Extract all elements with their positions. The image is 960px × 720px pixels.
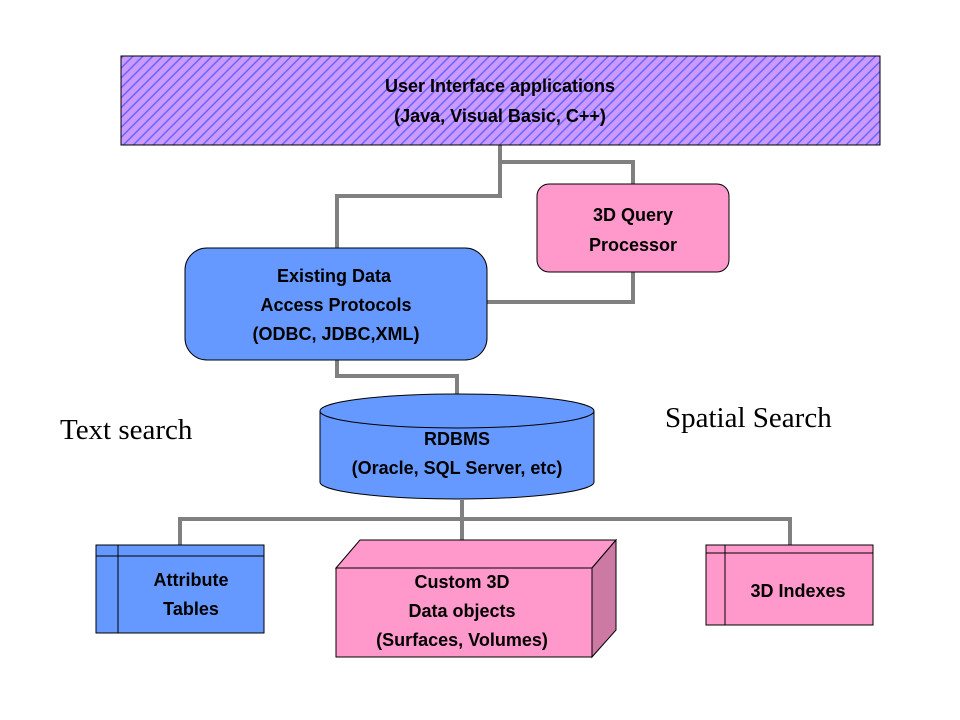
attribute-tables-line2: Tables (163, 599, 219, 619)
ui-applications-title: User Interface applications (385, 76, 615, 96)
connector-rdbms-bus (178, 500, 792, 545)
connectors (178, 145, 792, 545)
indexes-label: 3D Indexes (750, 581, 845, 601)
access-protocols-line1: Existing Data (277, 266, 392, 286)
access-protocols-line3: (ODBC, JDBC,XML) (253, 324, 420, 344)
text-search-annotation: Text search (60, 414, 193, 446)
indexes-box: 3D Indexes (705, 544, 874, 626)
rdbms-title: RDBMS (424, 429, 490, 449)
ui-applications-languages: (Java, Visual Basic, C++) (394, 106, 606, 126)
rdbms-products: (Oracle, SQL Server, etc) (352, 458, 563, 478)
custom-data-objects-line3: (Surfaces, Volumes) (376, 630, 548, 650)
rdbms-cylinder: RDBMS (Oracle, SQL Server, etc) (319, 393, 595, 500)
custom-data-objects-line1: Custom 3D (414, 572, 509, 592)
connector-query-to-access (487, 272, 635, 304)
connector-ui-to-query (500, 160, 635, 184)
spatial-search-annotation: Spatial Search (665, 402, 832, 434)
access-protocols-box: Existing Data Access Protocols (ODBC, JD… (184, 247, 488, 361)
connector-ui-to-access (335, 145, 502, 248)
query-processor-line1: 3D Query (593, 205, 673, 225)
query-processor-line2: Processor (589, 235, 677, 255)
access-protocols-line2: Access Protocols (260, 295, 411, 315)
ui-applications-box: User Interface applications (Java, Visua… (120, 55, 881, 146)
custom-data-objects-box: Custom 3D Data objects (Surfaces, Volume… (334, 538, 618, 659)
custom-data-objects-line2: Data objects (408, 601, 515, 621)
attribute-tables-line1: Attribute (154, 570, 229, 590)
query-processor-box: 3D Query Processor (536, 183, 730, 273)
connector-access-to-rdbms (335, 360, 459, 394)
attribute-tables-box: Attribute Tables (95, 544, 265, 634)
